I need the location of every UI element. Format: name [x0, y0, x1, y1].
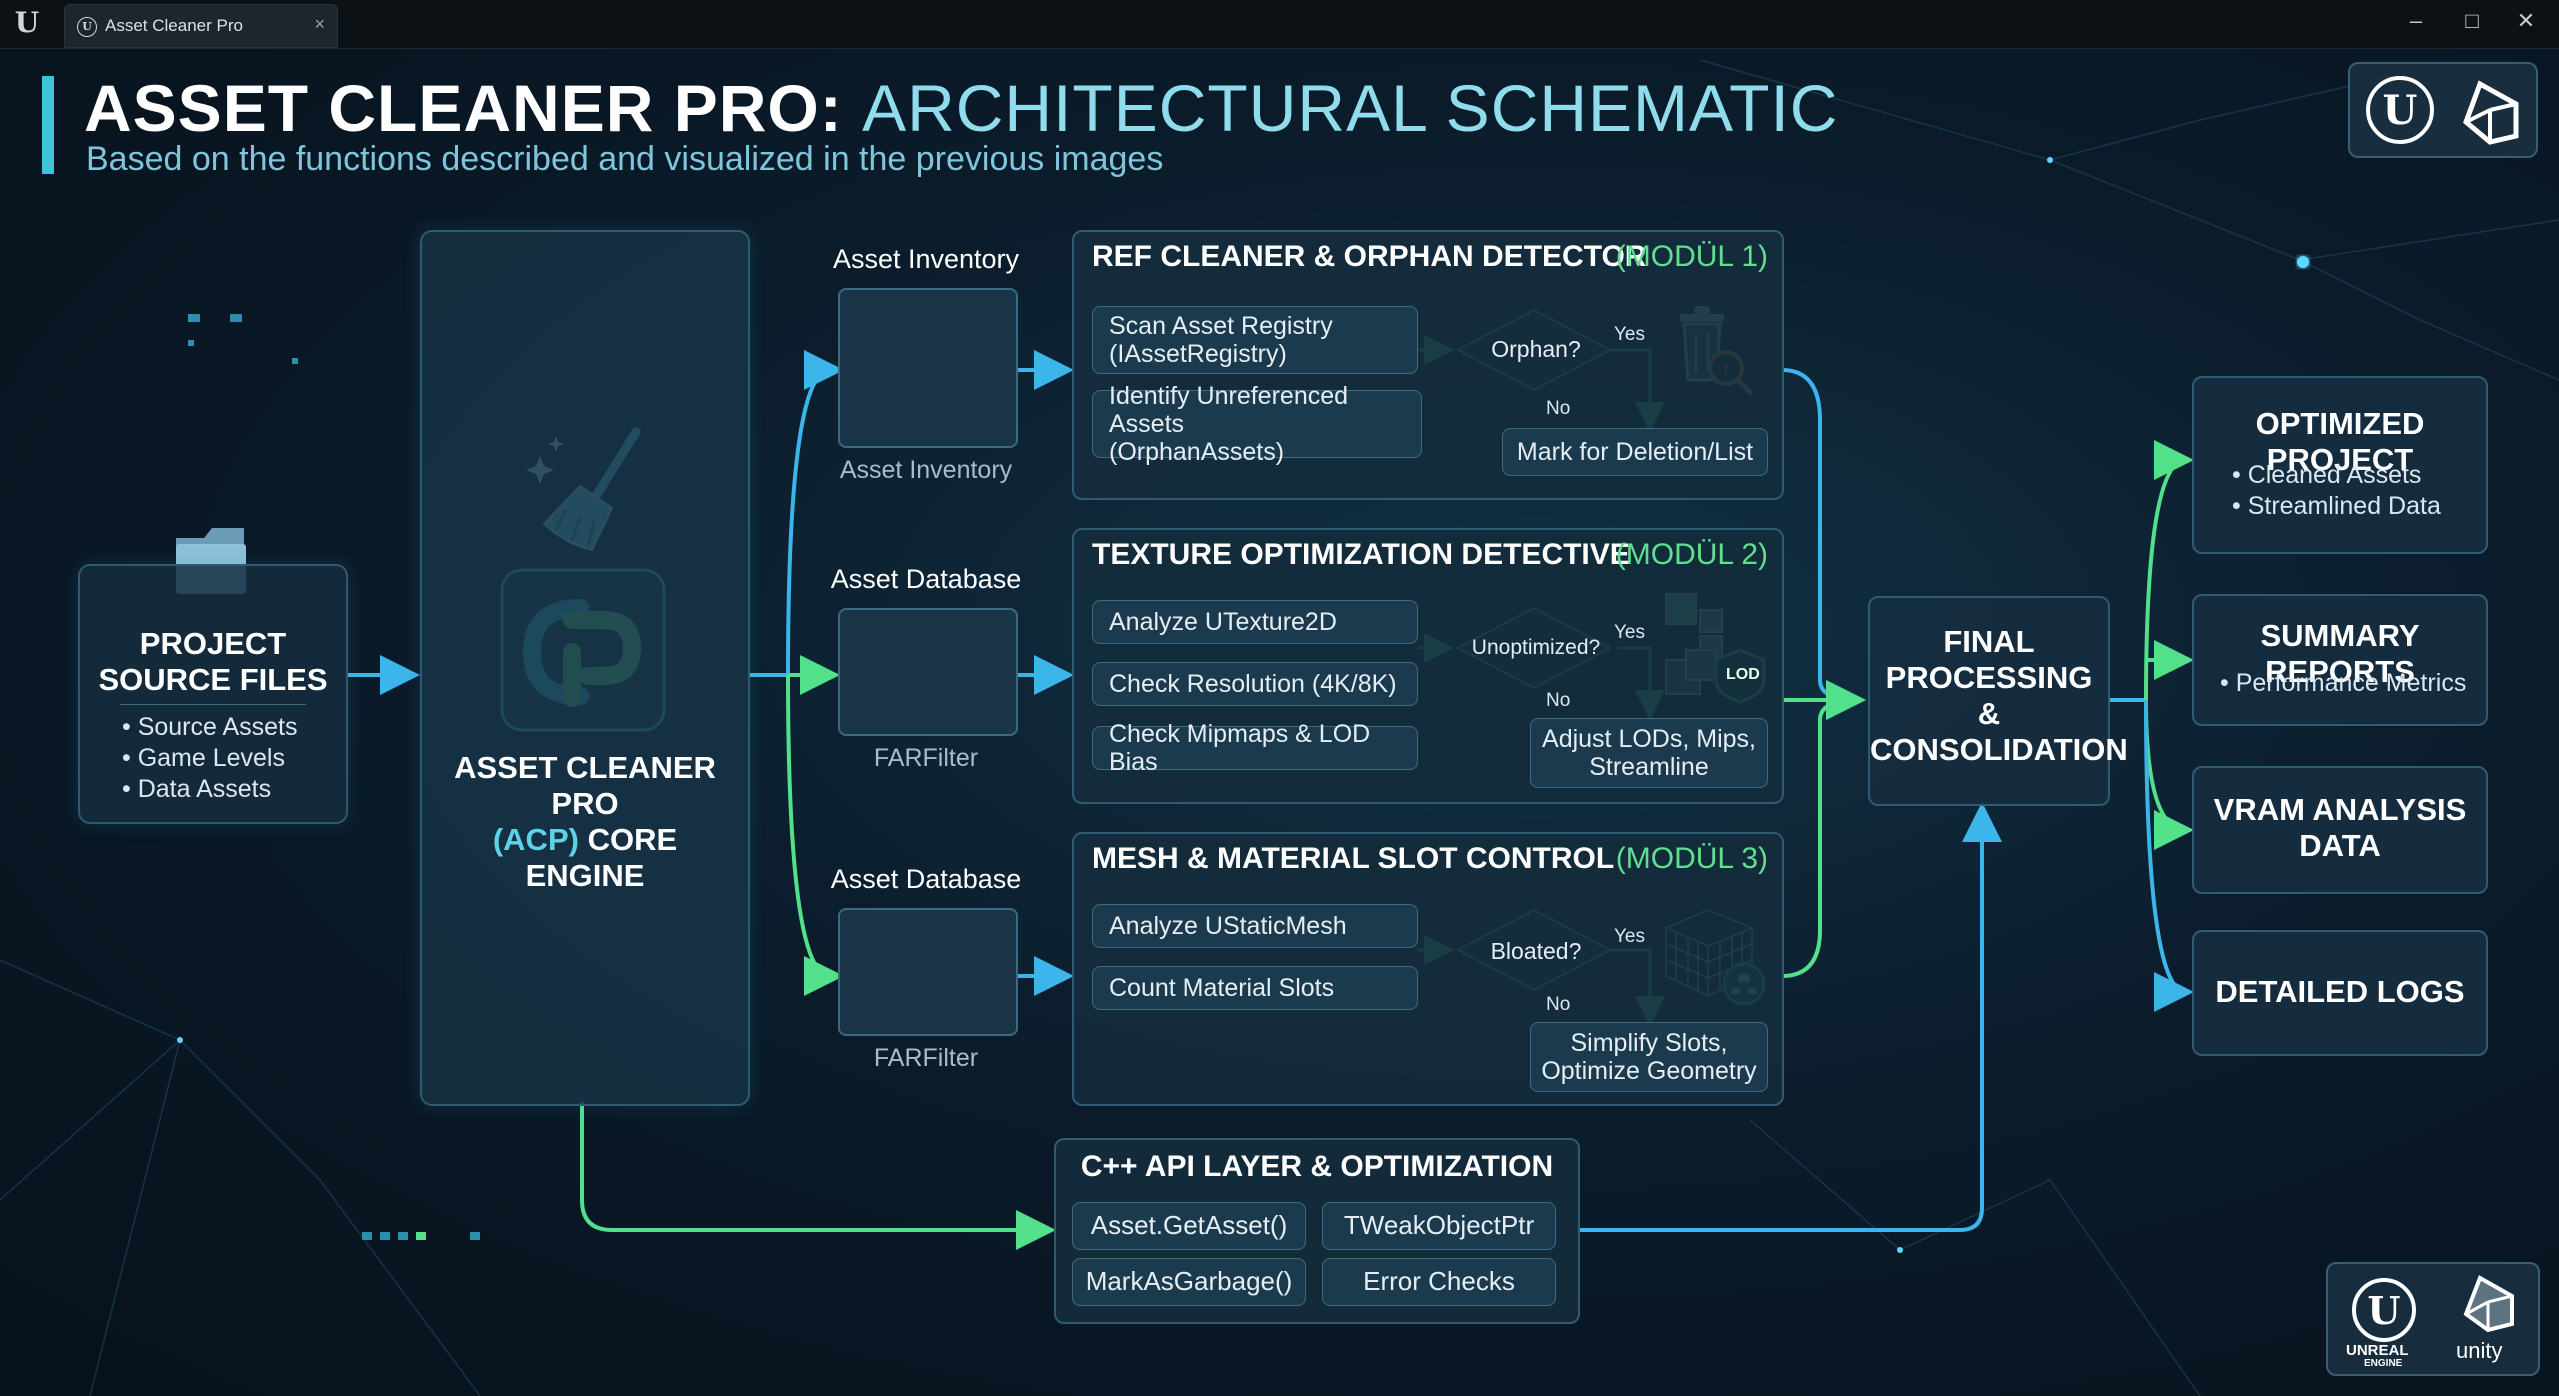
output-summary-reports[interactable]: SUMMARY REPORTS • Performance Metrics	[2192, 594, 2488, 726]
tab-close-icon[interactable]: ×	[314, 14, 325, 34]
project-source-title: PROJECT SOURCE FILES	[98, 626, 328, 697]
unreal-unity-logos-bottom-icon: U	[2352, 1275, 2514, 1342]
window-titlebar: U U Asset Cleaner Pro × – □ ✕	[0, 0, 2559, 49]
api-tweakobjectptr: TWeakObjectPtr	[1322, 1202, 1556, 1250]
maximize-button[interactable]: □	[2465, 8, 2479, 33]
title-accent-bar	[42, 76, 54, 174]
output-title: SUMMARY REPORTS	[2260, 618, 2420, 689]
network-decoration	[0, 59, 2559, 1396]
close-button[interactable]: ✕	[2516, 8, 2536, 33]
svg-text:U: U	[2367, 1288, 2400, 1333]
list-item: • Cleaned Assets	[2232, 461, 2422, 489]
yes-label: Yes	[1614, 622, 1645, 643]
api-error-checks: Error Checks	[1322, 1258, 1556, 1306]
no-label: No	[1546, 690, 1571, 711]
no-label: No	[1546, 398, 1571, 419]
lod-badge: LOD	[1726, 666, 1760, 683]
decision-label: Orphan?	[1491, 336, 1581, 362]
module-title: TEXTURE OPTIMIZATION DETECTIVE	[1092, 538, 1630, 571]
step-identify-unreferenced: Identify Unreferenced Assets (OrphanAsse…	[1092, 382, 1422, 466]
output-title: OPTIMIZED PROJECT	[2255, 406, 2425, 477]
module-ref-cleaner[interactable]: REF CLEANER & ORPHAN DETECTOR (MODÜL 1) …	[1072, 230, 1784, 500]
unreal-unity-logos-icon: U	[2366, 76, 2519, 145]
module-tag: (MODÜL 2)	[1615, 538, 1768, 571]
module-tag: (MODÜL 3)	[1615, 842, 1768, 875]
source-sublabel-farfilter-1: FARFilter	[873, 744, 979, 772]
list-item: • Data Assets	[122, 775, 272, 803]
result-adjust-lods: Adjust LODs, Mips, Streamline	[1530, 718, 1768, 788]
unreal-logo-subtext: ENGINE	[2364, 1358, 2403, 1369]
unreal-logo-text: UNREAL	[2346, 1342, 2409, 1359]
core-engine-box[interactable]: ASSET CLEANER PRO (ACP) CORE ENGINE	[420, 230, 750, 1106]
api-mark-as-garbage: MarkAsGarbage()	[1072, 1258, 1306, 1306]
list-item: • Source Assets	[122, 713, 298, 741]
step-check-mipmaps: Check Mipmaps & LOD Bias	[1092, 720, 1418, 776]
final-processing-title: FINAL PROCESSING & CONSOLIDATION	[1870, 624, 2128, 767]
output-title: DETAILED LOGS	[2215, 974, 2465, 1009]
minimize-button[interactable]: –	[2409, 8, 2423, 33]
output-detailed-logs[interactable]: DETAILED LOGS	[2192, 930, 2488, 1056]
api-get-asset: Asset.GetAsset()	[1072, 1202, 1306, 1250]
asset-database-node-2[interactable]	[838, 908, 1018, 1036]
source-label-inventory: Asset Inventory	[832, 244, 1020, 274]
module-title: MESH & MATERIAL SLOT CONTROL	[1092, 842, 1615, 875]
output-items: • Cleaned Assets • Streamlined Data	[2232, 460, 2441, 522]
engine-logos-bottom: U UNREAL ENGINE unity	[2326, 1262, 2540, 1376]
step-count-material-slots: Count Material Slots	[1092, 966, 1418, 1010]
pixel-decoration	[188, 314, 480, 1240]
source-sublabel-inventory: Asset Inventory	[839, 456, 1013, 484]
source-label-database-1: Asset Database	[830, 564, 1022, 594]
unity-logo-text: unity	[2456, 1338, 2503, 1363]
decision-label: Unoptimized?	[1471, 636, 1601, 659]
svg-text:U: U	[2383, 87, 2418, 134]
unreal-tab-icon: U	[77, 17, 97, 37]
list-item: • Performance Metrics	[2220, 669, 2467, 697]
source-label-database-2: Asset Database	[830, 864, 1022, 894]
yes-label: Yes	[1614, 926, 1645, 947]
divider	[120, 704, 306, 705]
module-mesh-material[interactable]: MESH & MATERIAL SLOT CONTROL (MODÜL 3) A…	[1072, 832, 1784, 1106]
asset-inventory-node[interactable]	[838, 288, 1018, 448]
module-texture-optimization[interactable]: TEXTURE OPTIMIZATION DETECTIVE (MODÜL 2)…	[1072, 528, 1784, 804]
source-items-list: • Source Assets • Game Levels • Data Ass…	[122, 712, 298, 805]
project-source-files-box[interactable]: PROJECT SOURCE FILES • Source Assets • G…	[78, 564, 348, 824]
step-check-resolution: Check Resolution (4K/8K)	[1092, 662, 1418, 706]
final-processing-box[interactable]: FINAL PROCESSING & CONSOLIDATION	[1868, 596, 2128, 806]
tab-label: Asset Cleaner Pro	[105, 16, 243, 35]
output-title: VRAM ANALYSIS DATA	[2213, 792, 2467, 863]
module-tag: (MODÜL 1)	[1615, 240, 1768, 273]
step-scan-asset-registry: Scan Asset Registry (IAssetRegistry)	[1092, 306, 1418, 374]
engine-label: ASSET CLEANER PRO (ACP) CORE ENGINE	[454, 750, 716, 893]
no-label: No	[1546, 994, 1571, 1015]
result-mark-for-deletion: Mark for Deletion/List	[1502, 428, 1768, 476]
network-dots	[177, 157, 2309, 1253]
step-analyze-utexture2d: Analyze UTexture2D	[1092, 600, 1418, 644]
tab-asset-cleaner-pro[interactable]: U Asset Cleaner Pro ×	[64, 4, 338, 48]
page-title: ASSET CLEANER PRO: ARCHITECTURAL SCHEMAT…	[84, 71, 1839, 145]
list-item: • Streamlined Data	[2232, 492, 2441, 520]
page-subtitle: Based on the functions described and vis…	[86, 140, 1164, 178]
output-vram-analysis[interactable]: VRAM ANALYSIS DATA	[2192, 766, 2488, 894]
output-optimized-project[interactable]: OPTIMIZED PROJECT • Cleaned Assets • Str…	[2192, 376, 2488, 554]
list-item: • Game Levels	[122, 744, 285, 772]
unreal-app-icon: U	[14, 6, 40, 39]
step-analyze-ustaticmesh: Analyze UStaticMesh	[1092, 904, 1418, 948]
result-simplify-slots: Simplify Slots, Optimize Geometry	[1530, 1022, 1768, 1092]
cpp-api-layer[interactable]: C++ API LAYER & OPTIMIZATION Asset.GetAs…	[1054, 1138, 1580, 1324]
yes-label: Yes	[1614, 324, 1645, 345]
source-sublabel-farfilter-2: FARFilter	[873, 1044, 979, 1072]
api-title: C++ API LAYER & OPTIMIZATION	[1080, 1150, 1554, 1183]
decision-label: Bloated?	[1490, 938, 1582, 964]
output-items: • Performance Metrics	[2220, 668, 2466, 699]
engine-logos-top: U	[2348, 62, 2538, 158]
asset-database-node-1[interactable]	[838, 608, 1018, 736]
module-title: REF CLEANER & ORPHAN DETECTOR	[1092, 240, 1647, 273]
